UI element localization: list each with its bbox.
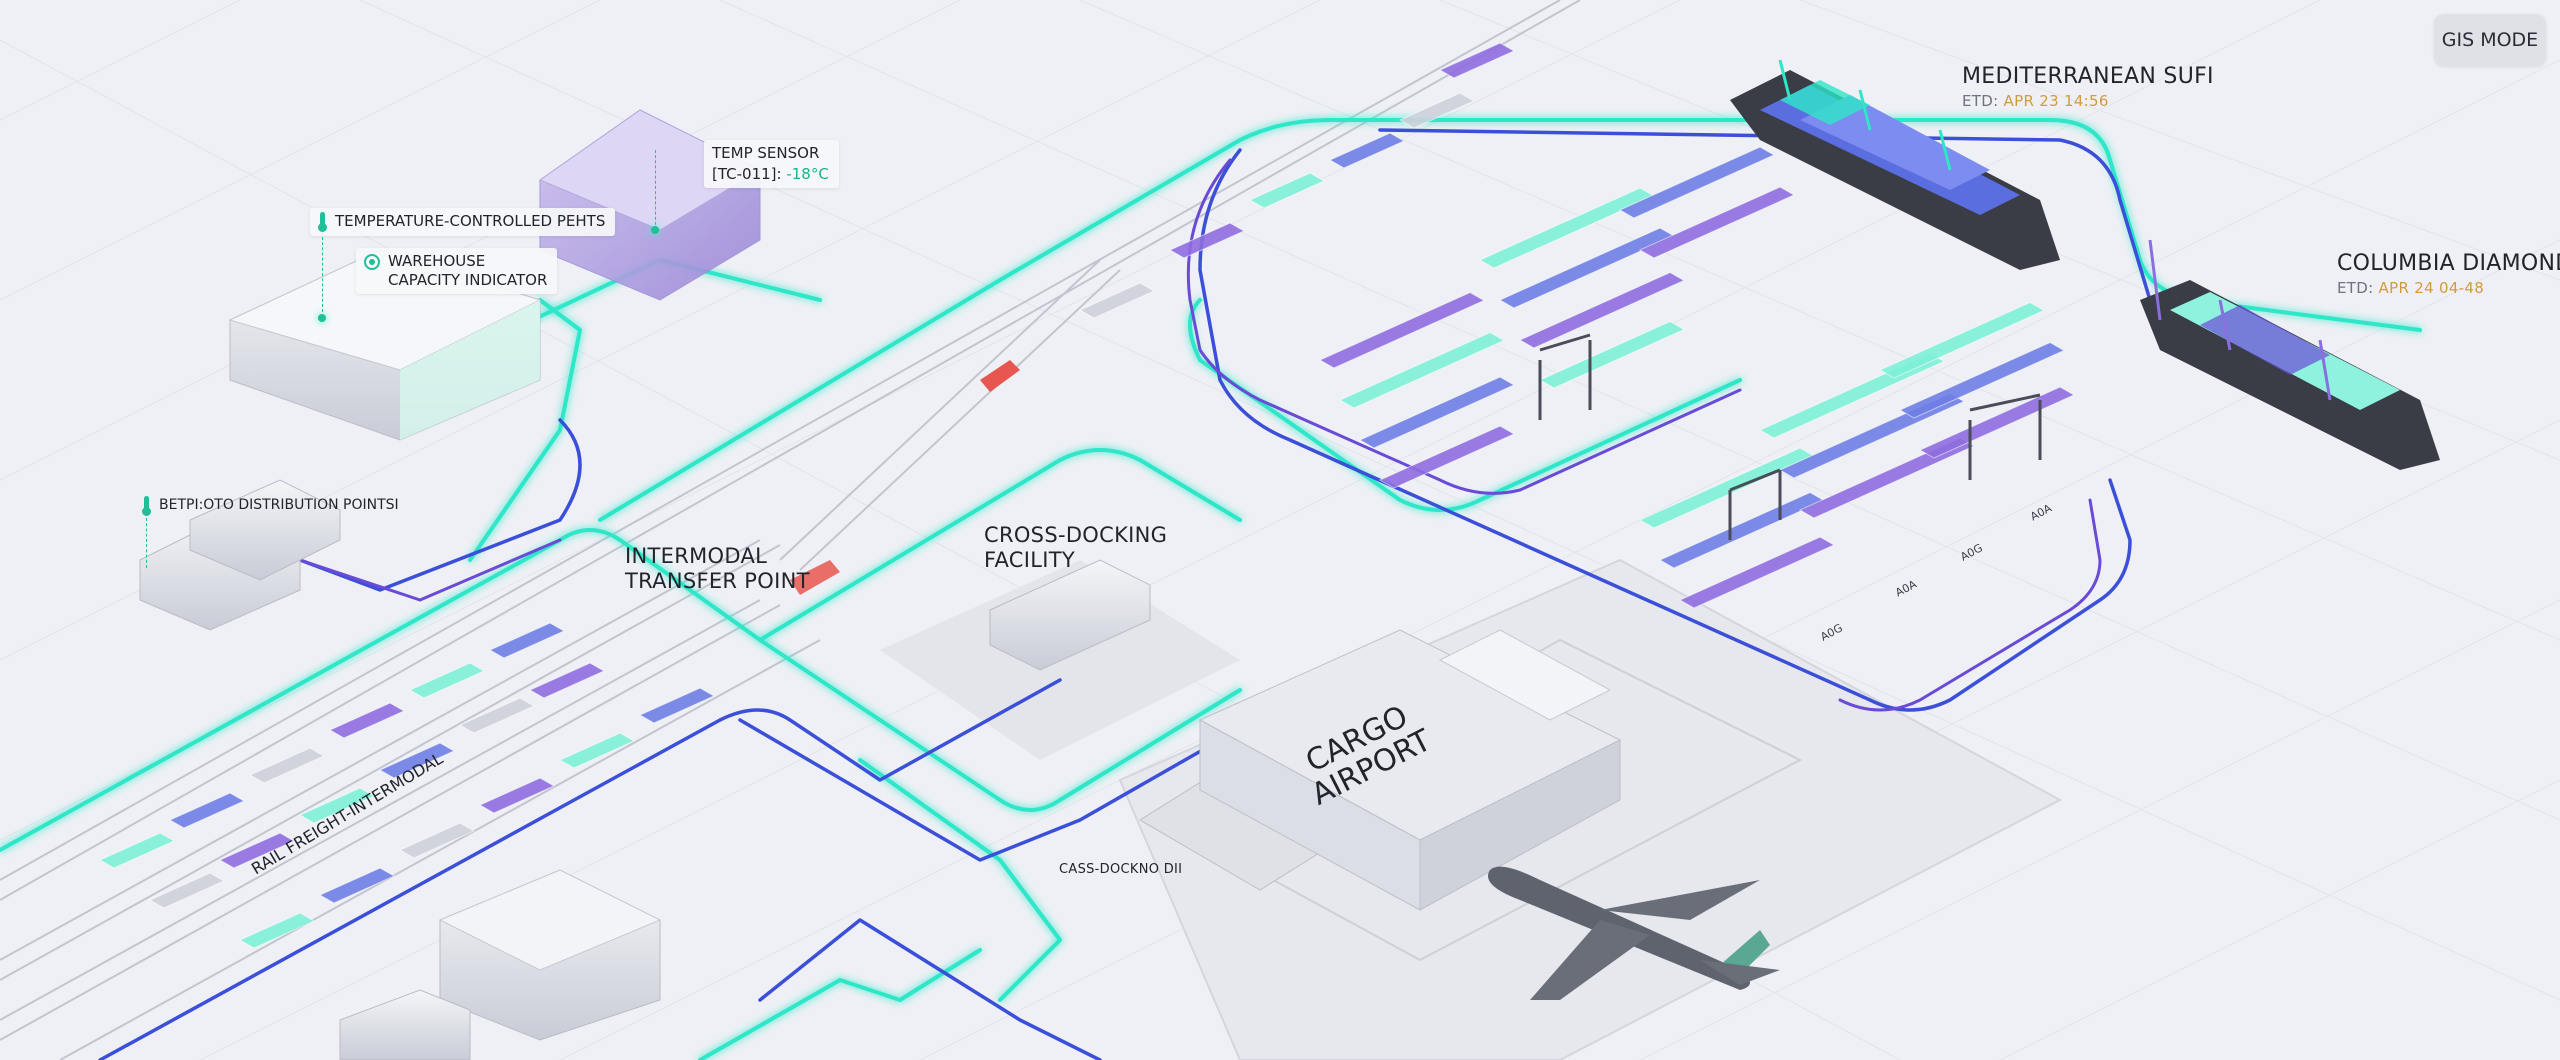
container-stack [1378, 425, 1516, 489]
rail-container [398, 822, 476, 859]
ship-label-columbia-diamond[interactable]: COLUMBIA DIAMOND ETD: APR 24 04-48 [2337, 251, 2560, 297]
rail-container [1328, 132, 1406, 169]
rail-container [528, 662, 606, 699]
rail-container [558, 732, 636, 769]
ship-name: COLUMBIA DIAMOND [2337, 251, 2560, 276]
rail-container [1438, 42, 1516, 79]
ship-columbia-diamond[interactable] [2140, 239, 2440, 470]
rail-container [1168, 222, 1246, 259]
capacity-ring-icon [364, 254, 380, 270]
temperature-controlled-dot[interactable] [318, 314, 326, 322]
routes-blue [98, 128, 2152, 1060]
ship-etd: ETD: APR 24 04-48 [2337, 279, 2485, 297]
temp-sensor-leader [655, 150, 656, 230]
rail-container [328, 702, 406, 739]
rail-container [378, 742, 456, 779]
cross-docking-building[interactable] [989, 559, 1151, 671]
thermometer-icon [142, 496, 151, 516]
container-stack [1318, 291, 1486, 369]
container-stack [1798, 437, 1976, 519]
rail-container [1398, 92, 1476, 129]
container-stack [1898, 341, 2066, 419]
distribution-points-tag[interactable]: BETPI:OTO DISTRIBUTION POINTSI [134, 492, 409, 520]
distribution-building[interactable] [139, 479, 341, 631]
rail-container [478, 777, 556, 814]
container-stack [1358, 376, 1516, 449]
cross-docking-label[interactable]: CROSS-DOCKING FACILITY [984, 523, 1168, 572]
temp-sensor-tag[interactable]: TEMP SENSOR [TC-011]: -18°C [704, 140, 839, 188]
rail-container [248, 747, 326, 784]
thermometer-icon [318, 212, 327, 232]
container-stack [1338, 331, 1506, 409]
ship-etd: ETD: APR 23 14:56 [1962, 92, 2109, 110]
gantry-cranes [1538, 333, 2042, 540]
temperature-controlled-leader [322, 232, 323, 312]
ship-name: MEDITERRANEAN SUFI [1962, 64, 2214, 89]
rail-container [168, 792, 246, 829]
routes-purple [298, 158, 2102, 712]
rail-container [458, 697, 536, 734]
container-stack [1678, 536, 1836, 609]
rail-container [218, 832, 296, 869]
rail-container [238, 912, 316, 949]
gis-mode-button[interactable]: GIS MODE [2434, 14, 2546, 66]
rail-container [488, 622, 566, 659]
container-stack [1518, 271, 1686, 349]
cargo-airplane[interactable] [1488, 866, 1780, 1000]
container-stack [1878, 301, 2046, 379]
temperature-controlled-tag[interactable]: TEMPERATURE-CONTROLLED PEHTS [310, 208, 616, 236]
intermodal-transfer-label[interactable]: INTERMODAL TRANSFER POINT [625, 544, 810, 593]
ship-label-mediterranean-sufi[interactable]: MEDITERRANEAN SUFI ETD: APR 23 14:56 [1962, 64, 2214, 110]
alert-containers [790, 360, 1020, 595]
distribution-leader [146, 518, 147, 568]
container-stack [1918, 386, 2076, 459]
rail-container [298, 787, 376, 824]
container-yard [1318, 146, 2076, 609]
rail-container [1078, 282, 1156, 319]
container-stack [1618, 146, 1776, 219]
rail-container [148, 872, 226, 909]
rail-container [1248, 172, 1326, 209]
warehouse-purple[interactable] [538, 109, 762, 301]
container-stack [1538, 320, 1686, 389]
rail-container [318, 867, 396, 904]
cass-docking-label[interactable]: CASS-DOCKNO DII [1059, 862, 1183, 877]
bottom-warehouse[interactable] [339, 869, 662, 1060]
container-stack [1638, 186, 1796, 259]
rail-tracks [0, 0, 1581, 1060]
ship-mediterranean-sufi[interactable] [1730, 59, 2060, 270]
cargo-airport-terminal[interactable] [1139, 629, 1622, 911]
rail-container [408, 662, 486, 699]
rail-containers [98, 42, 1516, 949]
temp-sensor-dot[interactable] [651, 226, 659, 234]
rail-container [98, 832, 176, 869]
rail-container [638, 687, 716, 724]
